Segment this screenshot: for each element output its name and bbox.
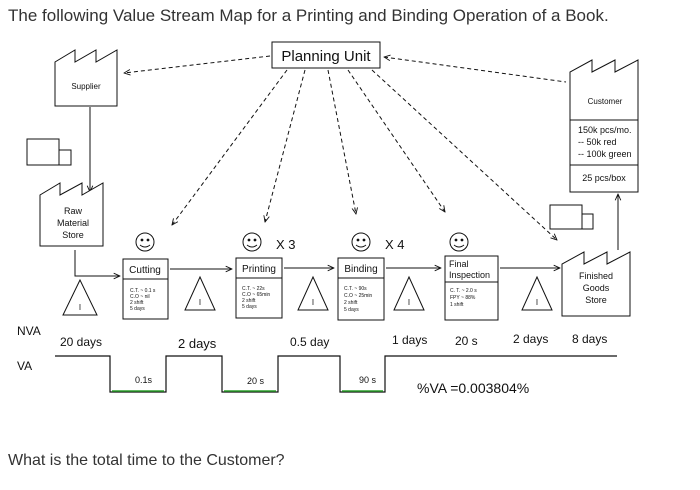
svg-text:I: I xyxy=(312,298,314,307)
process-data-line: C.O ~ nil xyxy=(130,294,150,300)
inventory-triangle-printing-binding: I xyxy=(297,275,329,311)
va-time-binding: 90 s xyxy=(359,375,377,385)
process-name: Binding xyxy=(344,264,377,275)
nva-label: NVA xyxy=(17,324,41,338)
material-flow-arrows xyxy=(170,268,560,269)
inventory-triangle-cutting-printing: I xyxy=(184,275,216,311)
customer-truck-icon xyxy=(549,204,594,230)
supplier-factory: Supplier xyxy=(54,49,118,107)
process-box-cutting: Cutting C.T. ~ 0.1 s C.O ~ nil 2 shift 5… xyxy=(122,258,169,320)
supplier-truck-icon xyxy=(26,138,72,166)
svg-text:I: I xyxy=(536,298,538,307)
process-name: Printing xyxy=(242,264,276,275)
raw-material-store: Raw Material Store xyxy=(39,182,104,247)
nva-time-cut-print: 2 days xyxy=(178,336,217,351)
customer-demand-line1: 150k pcs/mo. xyxy=(578,125,632,135)
operator-icon-inspection xyxy=(449,232,469,252)
nva-time-print-bind: 0.5 day xyxy=(290,335,329,349)
binding-operator-multiplier: X 4 xyxy=(385,237,405,252)
operator-icon-binding xyxy=(351,232,371,252)
planning-unit-box: Planning Unit xyxy=(271,41,381,69)
nva-time-goods: 8 days xyxy=(572,332,607,346)
process-data-line: 5 days xyxy=(344,307,359,313)
svg-text:I: I xyxy=(408,298,410,307)
nva-time-raw: 20 days xyxy=(60,335,102,349)
process-name-line1: Final xyxy=(449,259,469,269)
process-data-line: 5 days xyxy=(130,306,145,312)
process-data-line: C.O ~ 25min xyxy=(344,293,372,299)
svg-text:I: I xyxy=(199,298,201,307)
process-data-line: 1 shift xyxy=(450,302,464,308)
process-data-line: 2 shift xyxy=(130,300,144,306)
operator-icon-printing xyxy=(242,232,262,252)
finished-goods-label-line3: Store xyxy=(585,295,607,305)
finished-goods-label-line2: Goods xyxy=(583,283,610,293)
process-name: Cutting xyxy=(129,265,161,276)
raw-material-label-line1: Raw xyxy=(64,206,83,216)
process-data-line: FPY ~ 88% xyxy=(450,295,476,301)
store-to-cutting-arrow xyxy=(74,250,120,276)
process-data-line: C. T. ~ 2.0 s xyxy=(450,288,477,294)
customer-factory: Customer 150k pcs/mo. -- 50k red -- 100k… xyxy=(569,59,639,193)
svg-text:I: I xyxy=(79,303,81,312)
question-title: The following Value Stream Map for a Pri… xyxy=(8,6,609,25)
information-flow-arrows xyxy=(124,56,567,240)
inventory-triangle-binding-inspection: I xyxy=(393,275,425,311)
planning-unit-label: Planning Unit xyxy=(281,48,371,65)
question-text: What is the total time to the Customer? xyxy=(8,452,285,469)
customer-label: Customer xyxy=(588,97,623,106)
process-data-line: C.O ~ 65min xyxy=(242,292,270,298)
va-label: VA xyxy=(17,359,32,373)
raw-material-label-line2: Material xyxy=(57,218,89,228)
inventory-triangle-inspection-goods: I xyxy=(521,275,553,311)
supplier-label: Supplier xyxy=(71,82,101,91)
nva-time-insp-goods: 2 days xyxy=(513,332,548,346)
process-data-line: C.T. ~ 22s xyxy=(242,286,265,292)
process-name-line2: Inspection xyxy=(449,270,490,280)
nva-time-inspection: 20 s xyxy=(455,334,478,348)
process-box-binding: Binding C.T. ~ 90s C.O ~ 25min 2 shift 5… xyxy=(337,257,385,321)
process-box-printing: Printing C.T. ~ 22s C.O ~ 65min 2 shift … xyxy=(235,257,283,319)
raw-material-label-line3: Store xyxy=(62,230,84,240)
process-data-line: 2 shift xyxy=(344,300,358,306)
va-percent: %VA =0.003804% xyxy=(417,380,529,396)
finished-goods-store: Finished Goods Store xyxy=(561,251,631,317)
finished-goods-label-line1: Finished xyxy=(579,271,613,281)
customer-demand-line2: -- 50k red xyxy=(578,137,617,147)
timeline-ladder xyxy=(55,355,617,393)
printing-operator-multiplier: X 3 xyxy=(276,237,296,252)
operator-icon-cutting xyxy=(135,232,155,252)
va-time-printing: 20 s xyxy=(247,376,265,386)
va-time-cutting: 0.1s xyxy=(135,375,153,385)
process-box-final-inspection: Final Inspection C. T. ~ 2.0 s FPY ~ 88%… xyxy=(444,255,499,321)
process-data-line: C.T. ~ 0.1 s xyxy=(130,288,156,294)
process-data-line: C.T. ~ 90s xyxy=(344,286,367,292)
customer-demand-line3: -- 100k green xyxy=(578,149,632,159)
process-data-line: 2 shift xyxy=(242,298,256,304)
process-data-line: 5 days xyxy=(242,304,257,310)
nva-time-bind-insp: 1 days xyxy=(392,333,427,347)
customer-pack-size: 25 pcs/box xyxy=(582,173,626,183)
inventory-triangle-raw: I xyxy=(62,278,98,316)
